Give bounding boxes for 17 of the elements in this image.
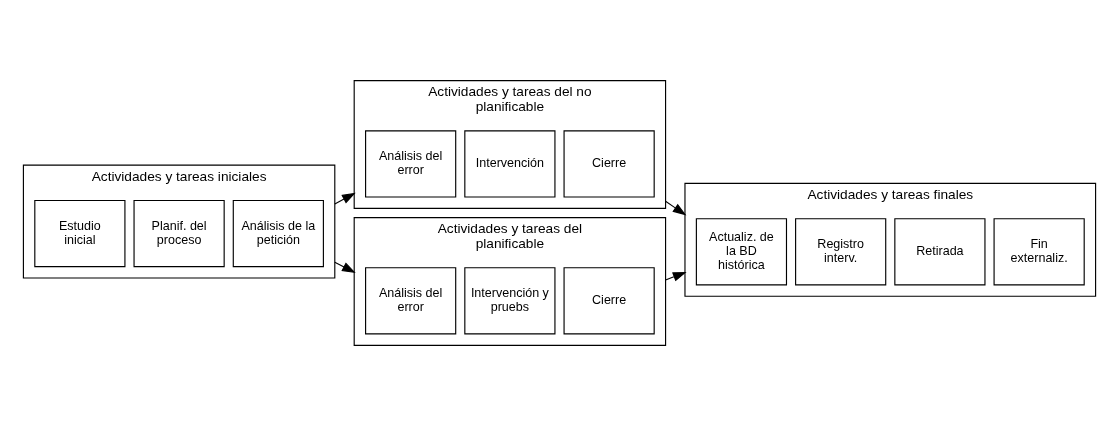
node-box: Análisis del error xyxy=(365,130,457,198)
node-box: Registro interv. xyxy=(795,218,887,286)
node-box: Retirada xyxy=(894,218,986,286)
node-box: Fin externaliz. xyxy=(993,218,1085,286)
arrow xyxy=(334,192,356,205)
node-box: Intervención y pruebs xyxy=(464,267,556,335)
arrow xyxy=(665,272,687,282)
node-box: Estudio inicial xyxy=(34,199,126,268)
node-box: Cierre xyxy=(563,130,655,198)
node-box: Cierre xyxy=(563,267,655,335)
arrow xyxy=(665,200,687,216)
node-box: Planif. del proceso xyxy=(133,199,225,268)
node-box: Actualiz. de la BD histórica xyxy=(695,218,788,286)
node-box: Análisis del error xyxy=(365,267,457,335)
arrow xyxy=(334,261,356,273)
node-box: Intervención xyxy=(464,130,556,198)
node-box: Análisis de la petición xyxy=(232,199,324,268)
